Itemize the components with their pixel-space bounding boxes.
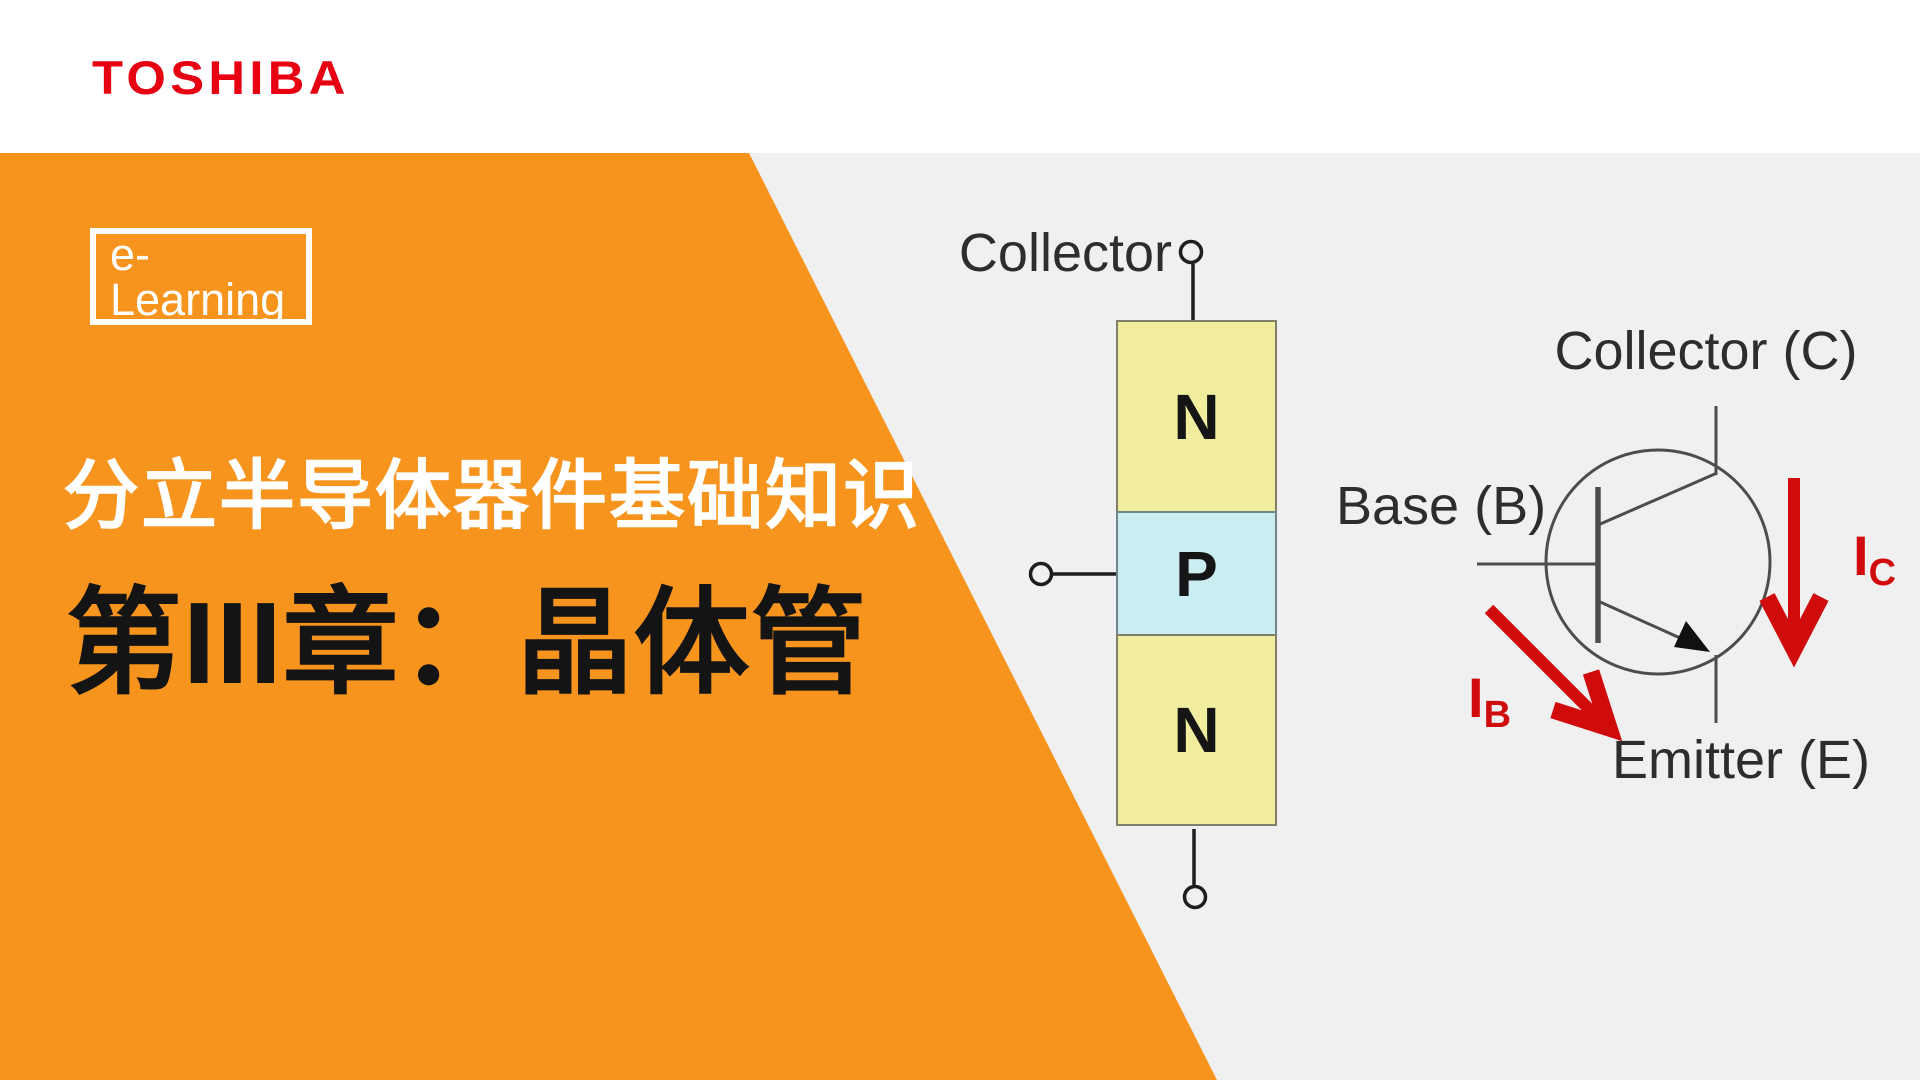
collector-c-label: Collector (C) — [1554, 321, 1858, 381]
n-region-top: N — [1116, 320, 1277, 513]
toshiba-logo: TOSHIBA — [92, 51, 350, 104]
course-subtitle: 分立半导体器件基础知识 — [63, 454, 921, 539]
ib-symbol: I — [1468, 666, 1484, 729]
base-current-label: IB — [1468, 670, 1512, 736]
elearning-badge: e-Learning — [90, 228, 312, 325]
chapter-title: 第III章：晶体管 — [66, 578, 868, 708]
base-b-label: Base (B) — [1336, 476, 1547, 536]
collector-terminal-label: Collector — [958, 223, 1172, 283]
n-region-bottom: N — [1116, 634, 1277, 826]
elearning-badge-label: e-Learning — [110, 228, 286, 325]
top-bar: TOSHIBA — [0, 0, 1920, 153]
p-region: P — [1116, 511, 1277, 636]
hero-section: e-Learning 分立半导体器件基础知识 第III章：晶体管 — [0, 153, 1920, 1080]
ib-subscript: B — [1483, 694, 1512, 736]
collector-current-label: IC — [1853, 528, 1897, 594]
emitter-e-label: Emitter (E) — [1612, 730, 1871, 790]
ic-symbol: I — [1853, 524, 1869, 587]
npn-layer-stack: N P N — [1116, 320, 1277, 826]
ic-subscript: C — [1868, 552, 1897, 594]
